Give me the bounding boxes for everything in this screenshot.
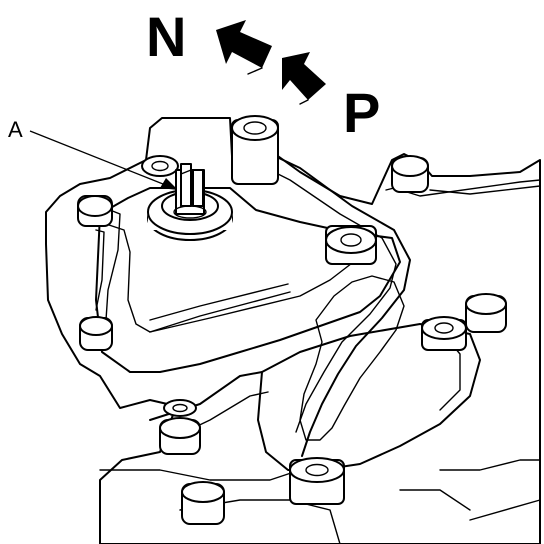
- boss-center: [325, 225, 377, 265]
- inner-plate: [95, 187, 401, 373]
- boss-left-mid: [79, 316, 113, 351]
- manual-valve-shaft: [147, 163, 233, 241]
- bolt-bosses: [77, 115, 507, 525]
- boss-lower-left: [159, 399, 201, 455]
- arrow-lower: [282, 52, 326, 100]
- boss-far-left: [77, 195, 113, 227]
- boss-bottom-left: [181, 481, 225, 525]
- arrow-upper: [216, 20, 272, 68]
- boss-left-top: [141, 155, 179, 177]
- boss-bottom-center: [289, 457, 345, 505]
- boss-right-edge: [465, 293, 507, 333]
- label-a: A: [8, 117, 23, 142]
- direction-arrows: [216, 20, 326, 105]
- label-p: P: [343, 81, 380, 144]
- boss-right-mid: [421, 316, 467, 351]
- boss-top: [231, 115, 279, 185]
- label-n: N: [146, 5, 186, 68]
- boss-upper-right: [391, 155, 429, 193]
- channel-groove: [261, 149, 411, 457]
